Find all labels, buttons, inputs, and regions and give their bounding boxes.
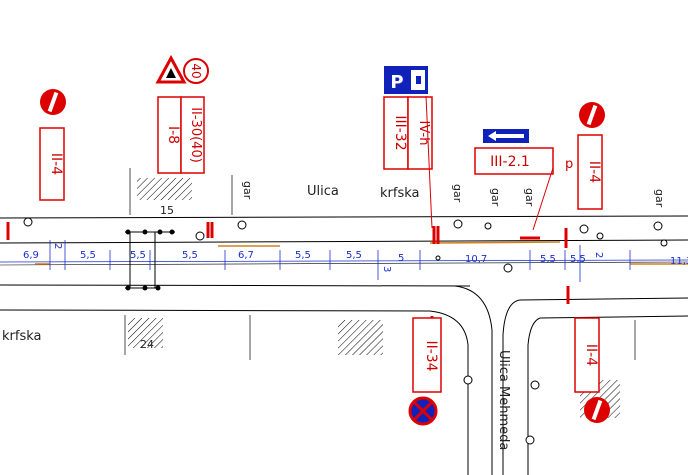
street-label-krfska-left: krfska: [2, 329, 42, 344]
parking-sign-icon: P: [384, 66, 428, 94]
sign-code-box-ii4-left: II-4: [39, 127, 65, 201]
no-stopping-sign-icon: [408, 396, 438, 426]
dim-6-7: 6,7: [238, 250, 254, 261]
stop-bars: [6, 222, 570, 332]
dimension-labels: 6,9 2 5,5 5,5 5,5 6,7 5,5 5,5 5 3 10,7 5…: [23, 243, 688, 272]
dim-5-5d: 5,5: [295, 250, 311, 261]
svg-text:II-34: II-34: [423, 340, 439, 371]
no-entry-sign-icon-right: [579, 102, 605, 128]
warning-triangle-icon: [155, 54, 187, 84]
dim-10-7: 10,7: [465, 254, 487, 265]
dim-11-3: 11,3: [670, 256, 688, 267]
speed-limit-sign-icon: 40: [183, 58, 209, 84]
svg-text:II-4: II-4: [586, 161, 602, 183]
parking-lines: [35, 241, 688, 265]
no-entry-sign-icon-bottom: [584, 397, 610, 423]
svg-text:II-30(40): II-30(40): [188, 107, 203, 163]
sign-leader-iii21: [532, 167, 554, 231]
svg-text:II-4: II-4: [583, 344, 599, 366]
utility-markers: [23, 217, 668, 445]
dim-6-9: 6,9: [23, 250, 39, 261]
street-label-krfska-top: krfska: [380, 186, 420, 201]
svg-text:P: P: [390, 72, 403, 93]
dim-5-5e: 5,5: [346, 250, 362, 261]
sign-code-box-ii30: II-30(40): [180, 96, 205, 174]
dim-3: 3: [381, 266, 392, 272]
gar-label-1: gar: [241, 181, 254, 200]
street-label-ulica: Ulica: [307, 184, 339, 199]
svg-text:40: 40: [189, 63, 203, 78]
one-way-arrow-sign-icon: [483, 129, 529, 143]
dim-2b: 2: [593, 252, 604, 258]
sign-code-box-iii32: III-32: [383, 96, 409, 170]
sign-code-box-i8: I-8: [157, 96, 182, 174]
dim-5: 5: [398, 253, 404, 264]
svg-text:IV-h: IV-h: [416, 121, 431, 146]
street-label-mehmed: Ulica Mehmeda: [496, 350, 511, 450]
svg-text:I-8: I-8: [165, 126, 181, 144]
dim-2: 2: [52, 243, 63, 249]
sign-code-box-ii34: II-34: [412, 317, 442, 393]
crosswalk: [125, 229, 175, 291]
sign-code-box-ii4-bottom: II-4: [574, 317, 600, 393]
dim-5-5c: 5,5: [182, 250, 198, 261]
dim-5-5a: 5,5: [80, 250, 96, 261]
no-entry-sign-icon: [40, 89, 66, 115]
gar-label-3: gar: [489, 188, 502, 207]
house-number-15: 15: [160, 204, 174, 217]
svg-text:III-2.1: III-2.1: [490, 154, 530, 170]
building-hatches: [128, 178, 620, 418]
road-outlines: [0, 168, 688, 475]
sign-code-box-ii4-right: II-4: [577, 134, 603, 210]
house-number-24: 24: [140, 338, 154, 351]
gar-label-4: gar: [523, 188, 536, 207]
svg-text:III-32: III-32: [392, 115, 408, 150]
dim-5-5b: 5,5: [130, 250, 146, 261]
gar-label-2: gar: [451, 184, 464, 203]
svg-text:II-4: II-4: [48, 153, 64, 175]
svg-text:p: p: [565, 157, 573, 172]
sign-code-box-iii21: III-2.1 p: [474, 147, 573, 175]
dim-5-5f: 5,5: [540, 254, 556, 265]
dimension-line: [0, 240, 688, 282]
dim-5-5g: 5,5: [570, 254, 586, 265]
gar-label-5: gar: [653, 189, 666, 208]
sign-leader-iv: [425, 95, 433, 229]
